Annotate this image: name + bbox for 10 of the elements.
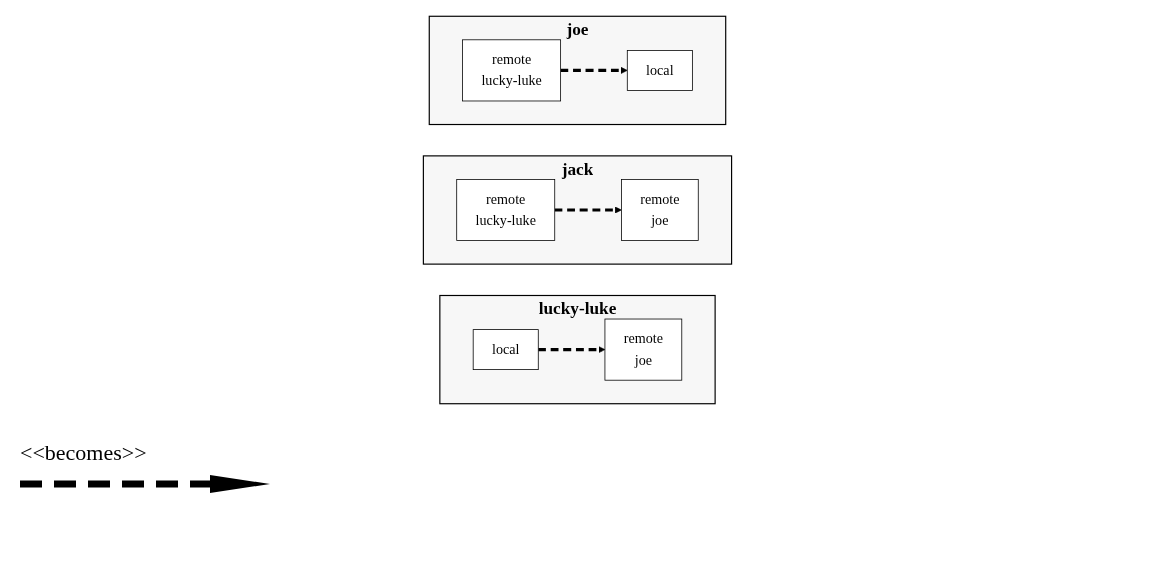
arrow: [560, 66, 628, 74]
legend-label: <<becomes>>: [20, 440, 148, 466]
node-box: local: [626, 50, 693, 91]
node-box: remote lucky-luke: [456, 179, 556, 241]
node-box: remote joe: [621, 179, 699, 241]
arrow: [538, 346, 606, 354]
node-box: remote joe: [604, 318, 683, 381]
arrow: [554, 206, 622, 214]
node-box: local: [472, 329, 539, 370]
node-box: remote lucky-luke: [462, 39, 562, 102]
